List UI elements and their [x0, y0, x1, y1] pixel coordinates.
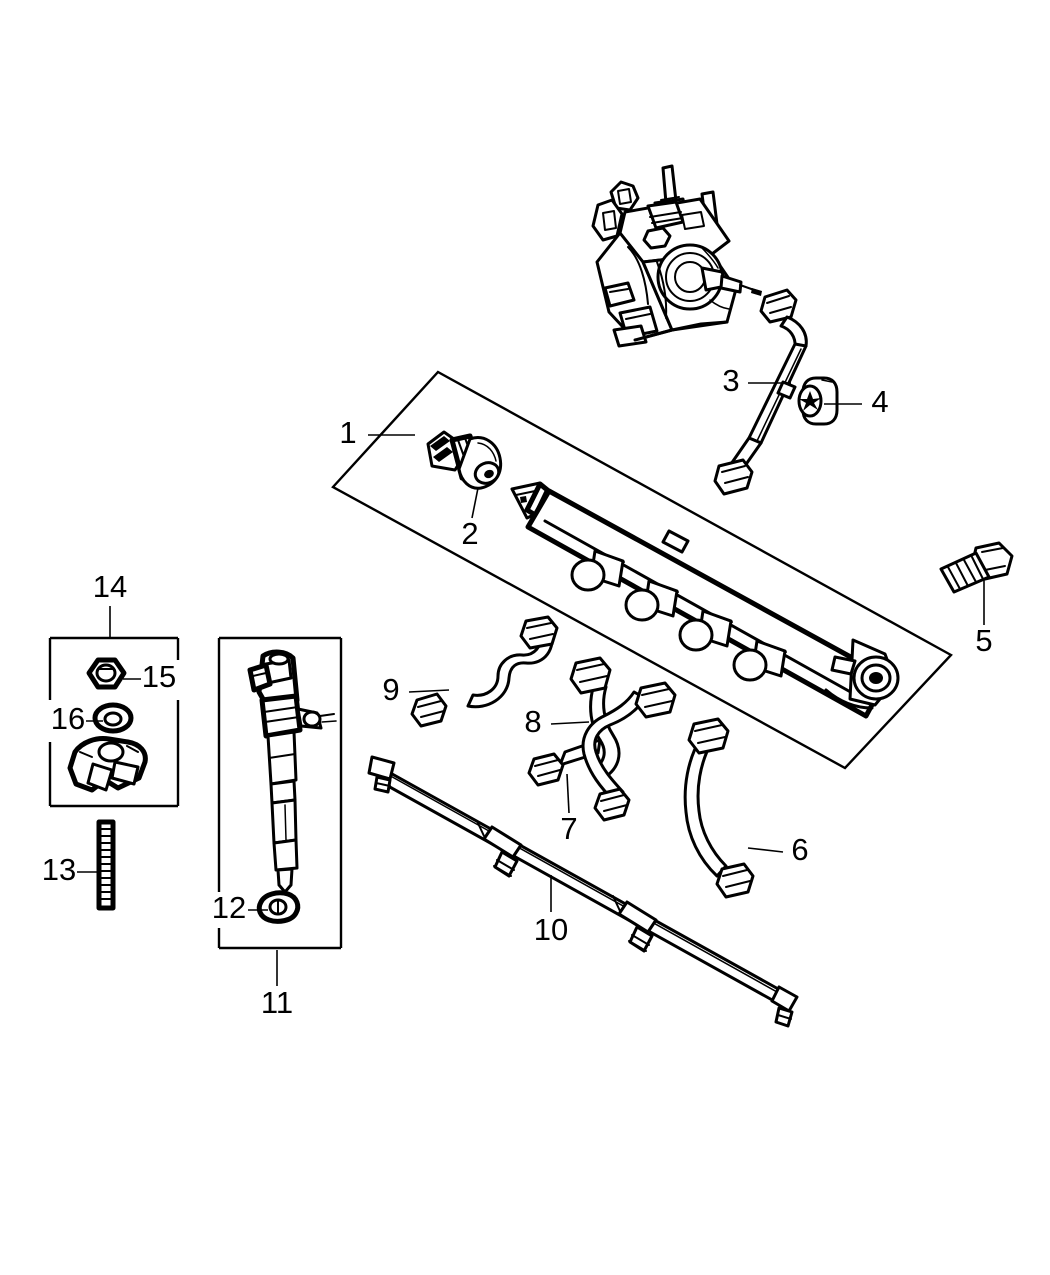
leader-7 — [566, 773, 570, 814]
injector-fuel-line-4 — [683, 717, 755, 899]
injector-sealing-washer — [256, 890, 301, 924]
rail-port-2 — [624, 579, 679, 622]
callout-7[interactable]: 7 — [560, 811, 577, 846]
fuel-line-filter-screen — [797, 376, 839, 426]
leader-9 — [408, 689, 450, 693]
rail-port-4 — [732, 639, 787, 682]
callout-10[interactable]: 10 — [534, 912, 568, 947]
callout-12[interactable]: 12 — [212, 890, 246, 925]
callout-3[interactable]: 3 — [722, 363, 739, 398]
fuel-return-hose — [367, 755, 799, 1028]
injector-fuel-line-3 — [581, 681, 677, 822]
callout-1[interactable]: 1 — [339, 415, 356, 450]
callout-14[interactable]: 14 — [93, 569, 127, 604]
callout-8[interactable]: 8 — [524, 704, 541, 739]
callout-16[interactable]: 16 — [51, 701, 85, 736]
callout-5[interactable]: 5 — [975, 623, 992, 658]
fuel-injector — [247, 649, 337, 894]
callout-numbers: 1 2 3 4 5 6 7 8 9 10 11 12 13 14 15 16 — [42, 363, 993, 1020]
leader-2 — [471, 487, 479, 519]
callout-13[interactable]: 13 — [42, 852, 76, 887]
return-port-1 — [482, 825, 523, 878]
fuel-rail — [510, 481, 900, 719]
high-pressure-fuel-pump — [591, 164, 762, 348]
callout-15[interactable]: 15 — [142, 659, 176, 694]
injector-fuel-line-1 — [410, 615, 559, 728]
fuel-injector-box — [217, 636, 343, 950]
injector-clamp-kit-box — [48, 636, 180, 808]
callout-leaders — [77, 382, 985, 986]
callout-11[interactable]: 11 — [261, 985, 293, 1020]
rail-port-1 — [570, 549, 625, 592]
leader-8 — [550, 721, 590, 725]
leader-6 — [747, 847, 784, 853]
return-port-2 — [617, 900, 658, 953]
callout-6[interactable]: 6 — [791, 832, 808, 867]
injector-clamp-nut — [86, 657, 127, 690]
fuel-rail-assembly-box — [331, 370, 953, 770]
high-pressure-fuel-line — [713, 288, 808, 496]
rail-port-3 — [678, 609, 733, 652]
callout-9[interactable]: 9 — [382, 672, 399, 707]
callout-4[interactable]: 4 — [871, 384, 888, 419]
callout-2[interactable]: 2 — [461, 516, 478, 551]
injector-hold-down-clamp — [67, 736, 148, 793]
mounting-bolt — [939, 541, 1014, 594]
fuel-rail-pressure-sensor — [426, 430, 503, 490]
injector-hold-down-stud — [96, 819, 116, 911]
injector-clamp-washer — [92, 702, 134, 734]
